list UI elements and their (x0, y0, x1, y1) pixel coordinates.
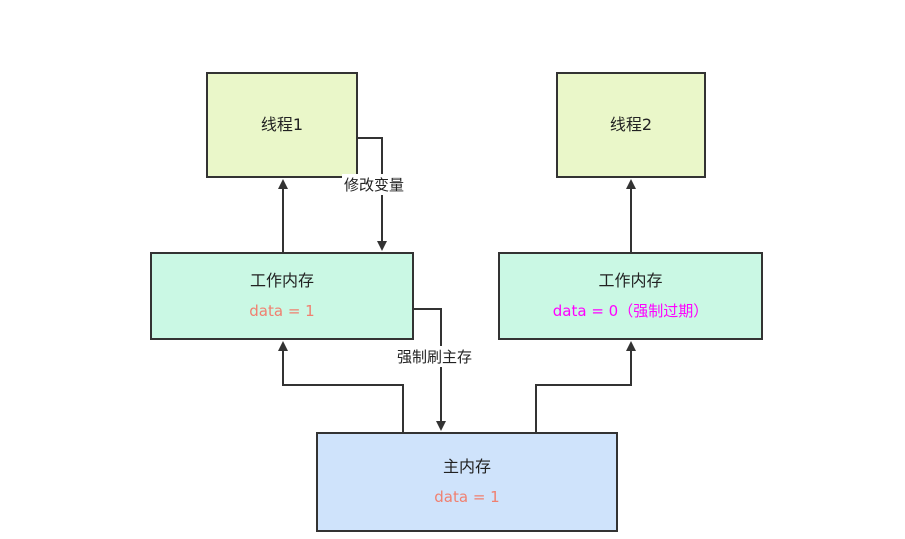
main-memory-value: data = 1 (434, 488, 500, 506)
work-memory-2-value: data = 0（强制过期） (552, 302, 709, 320)
arrow-wm1-to-main (414, 308, 446, 431)
work-memory-1-value: data = 1 (249, 302, 315, 320)
modify-variable-label: 修改变量 (342, 174, 407, 195)
arrow-thread1-to-wm1 (358, 137, 387, 251)
work-memory-2-title: 工作内存 (598, 271, 663, 290)
arrow-main-to-wm1 (278, 341, 404, 432)
arrow-main-to-wm2 (535, 341, 636, 432)
thread1-label: 线程1 (260, 115, 304, 134)
main-memory-box: 主内存 data = 1 (316, 432, 618, 532)
work-memory-2-box: 工作内存 data = 0（强制过期） (498, 252, 763, 340)
thread2-label: 线程2 (609, 115, 653, 134)
thread1-box: 线程1 (206, 72, 358, 178)
work-memory-1-title: 工作内存 (249, 271, 314, 290)
force-flush-label: 强制刷主存 (395, 346, 475, 367)
work-memory-1-box: 工作内存 data = 1 (150, 252, 414, 340)
main-memory-title: 主内存 (442, 457, 491, 476)
thread2-box: 线程2 (556, 72, 706, 178)
